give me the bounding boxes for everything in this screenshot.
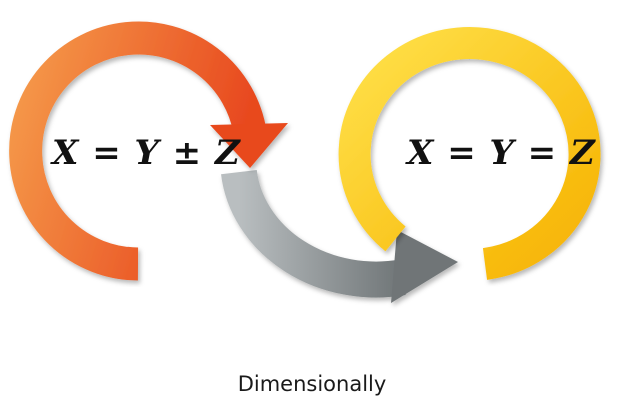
equation-right: X = Y = Z — [407, 133, 596, 173]
gray-arrow-arc — [221, 169, 406, 298]
orange-arrow-arc — [9, 21, 267, 281]
caption: Dimensionally — [237, 372, 387, 396]
yellow-ring — [338, 27, 601, 280]
orange-arrowhead — [210, 123, 288, 168]
yellow-ring-arc — [338, 27, 601, 280]
gray-arrow — [221, 169, 458, 303]
gray-arrowhead — [391, 230, 458, 303]
orange-arrow — [9, 21, 288, 281]
equation-left: X = Y ± Z — [52, 133, 241, 173]
